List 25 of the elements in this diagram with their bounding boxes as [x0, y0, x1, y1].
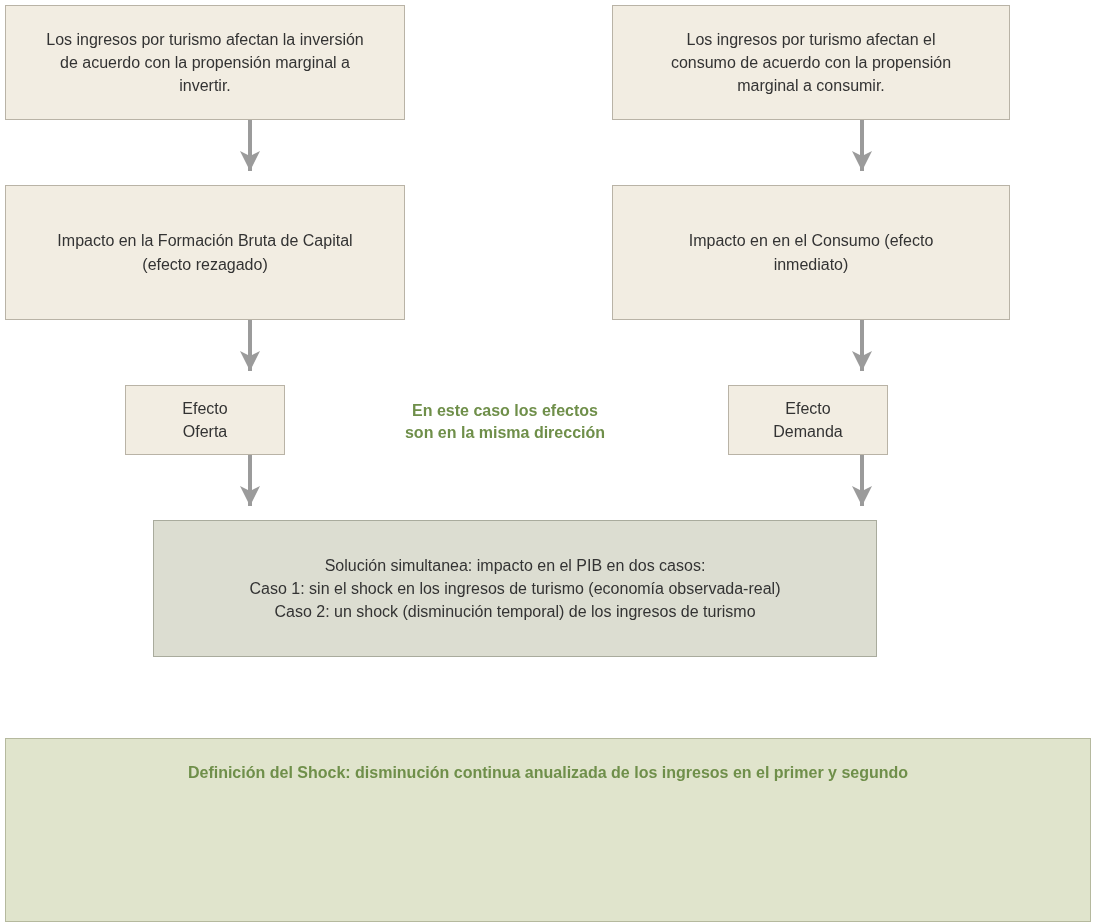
process-box [5, 738, 1091, 922]
arrow [852, 320, 872, 371]
arrow [240, 320, 260, 371]
box-text: Impacto en la Formación Bruta de Capital (efecto rezagado) [56, 231, 354, 275]
box-text: Los ingresos por turismo afectan el consumo de acuerdo con la propensión marginal a consumir. [669, 29, 953, 97]
note-text: En este caso los efectos son en la misma dirección [403, 401, 607, 443]
process-box [612, 185, 1010, 320]
box-text: Caso 1: sin el shock en los ingresos de turismo (economía observada-real) [249, 578, 781, 599]
box-text: Efecto Oferta [181, 398, 229, 442]
box-text: Definición del Shock: disminución continua anualizada de los ingresos en el primer y segundo [187, 763, 909, 783]
box-text: Impacto en en el Consumo (efecto inmediato) [687, 231, 935, 275]
process-box [5, 185, 405, 320]
arrow [240, 120, 260, 171]
process-box [728, 385, 888, 455]
box-text: Efecto Demanda [772, 398, 844, 442]
process-box [153, 520, 877, 657]
arrow [852, 455, 872, 506]
process-box [612, 5, 1010, 120]
box-text: Caso 2: un shock (disminución temporal) de los ingresos de turismo [274, 602, 756, 623]
process-box [5, 5, 405, 120]
arrow [240, 455, 260, 506]
arrow [852, 120, 872, 171]
process-box [125, 385, 285, 455]
box-text: Los ingresos por turismo afectan la inversión de acuerdo con la propensión marginal a invertir. [46, 29, 364, 97]
box-text: Solución simultanea: impacto en el PIB en dos casos: [324, 555, 706, 576]
